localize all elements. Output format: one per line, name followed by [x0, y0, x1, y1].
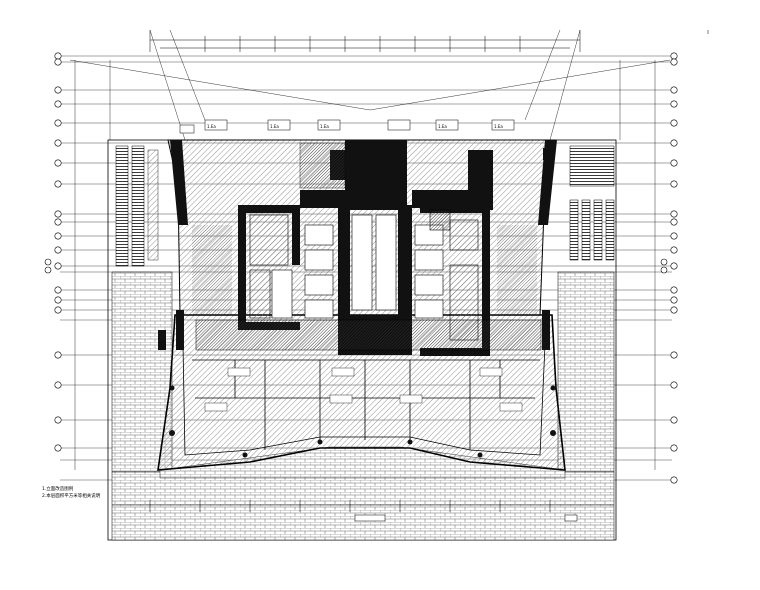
- room-tag-2: 1.Ea: [270, 124, 279, 129]
- room-tag-boxes: [179, 119, 515, 134]
- exterior-walls: [158, 140, 557, 350]
- room-label-boxes: [204, 367, 523, 412]
- room-tag-5: 1.Ea: [494, 124, 503, 129]
- drawing-note-2: 2.本层面积平方米等相关说明: [42, 492, 101, 499]
- left-storage-racks: [115, 145, 159, 267]
- room-tag-3: 1.Ea: [320, 124, 329, 129]
- paving-areas: [111, 271, 615, 541]
- room-tag-4: 1.Ea: [438, 124, 447, 129]
- dense-hatch-zones: [192, 142, 542, 351]
- bottom-dimension-ticks: [112, 500, 614, 522]
- left-grid-bubbles: [44, 52, 62, 452]
- top-dimension-lines: [149, 30, 581, 52]
- right-storage-racks: [569, 145, 615, 261]
- room-tag-1: 1.Ea: [207, 124, 216, 129]
- right-grid-bubbles: [660, 52, 678, 484]
- drawing-note-1: 1.立面改造图例: [42, 485, 74, 492]
- building-core: [238, 140, 493, 356]
- vertical-dimension-lines: [74, 60, 656, 470]
- structural-columns: [169, 148, 556, 458]
- office-partitions: [192, 359, 540, 450]
